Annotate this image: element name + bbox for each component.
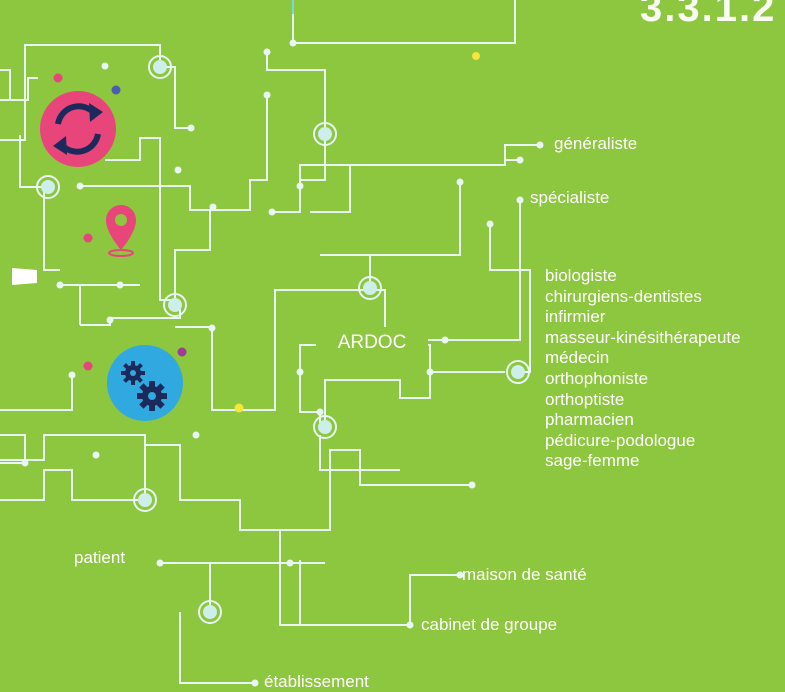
profession-item: masseur-kinésithérapeute xyxy=(545,327,741,347)
profession-item: sage-femme xyxy=(545,451,640,471)
ring-nodes xyxy=(36,55,530,624)
pink-dot xyxy=(53,73,63,83)
gears-icon xyxy=(107,345,183,421)
profession-list: biologiste chirurgiens-dentistes infirmi… xyxy=(545,266,741,472)
profession-item: médecin xyxy=(545,348,610,368)
profession-item: orthoptiste xyxy=(545,389,625,409)
ring-node-cores xyxy=(41,60,525,619)
patient-label: patient xyxy=(74,548,126,567)
pink-dot xyxy=(83,361,93,371)
profession-item: infirmier xyxy=(545,307,606,327)
connector-dots xyxy=(21,39,544,687)
circuit-lines xyxy=(0,0,540,684)
flag-shape xyxy=(12,268,37,285)
profession-item: orthophoniste xyxy=(545,368,649,388)
pink-dot xyxy=(83,233,93,243)
yellow-dot xyxy=(234,403,244,413)
generaliste-label: généraliste xyxy=(554,134,638,153)
blue-dot xyxy=(111,85,121,95)
profession-item: pharmacien xyxy=(545,410,634,430)
purple-dot xyxy=(177,347,187,357)
cabinet-de-groupe-label: cabinet de groupe xyxy=(421,615,558,634)
etablissement-label: établissement xyxy=(264,672,369,691)
ardoc-label: ARDOC xyxy=(316,327,428,359)
profession-item: pédicure-podologue xyxy=(545,430,696,450)
location-pin-icon xyxy=(106,205,136,257)
maison-de-sante-label: maison de santé xyxy=(462,565,587,584)
profession-item: chirurgiens-dentistes xyxy=(545,286,702,306)
profession-item: biologiste xyxy=(545,266,617,285)
sync-icon xyxy=(40,91,116,167)
corner-title: 3.3.1.2 xyxy=(640,0,777,30)
yellow-dot xyxy=(472,52,480,60)
specialiste-label: spécialiste xyxy=(530,188,610,207)
